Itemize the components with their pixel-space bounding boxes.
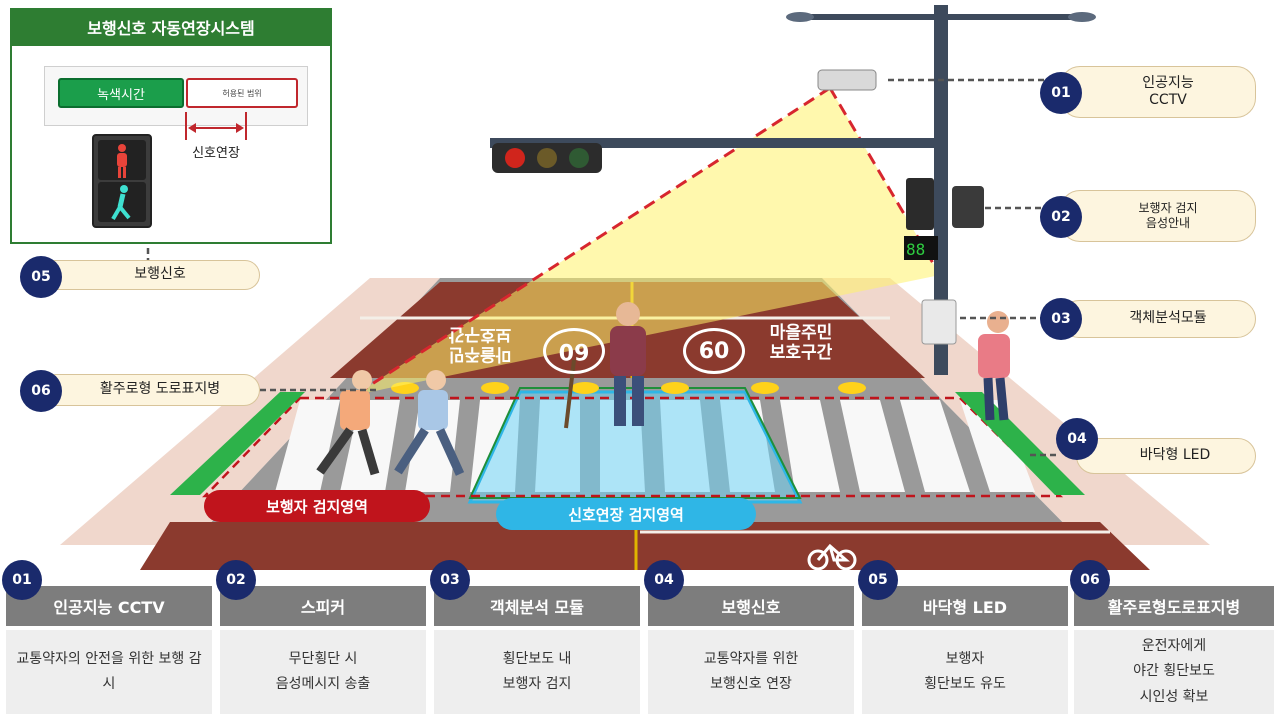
card-title: 객체분석 모듈 (434, 586, 640, 626)
pedestrian-detect-zone-label: 보행자 검지영역 (204, 490, 430, 522)
cctv-view-cone (355, 88, 940, 395)
inset-panel (10, 8, 332, 244)
card-title: 인공지능 CCTV (6, 586, 212, 626)
card-speaker: 02 스피커 무단횡단 시 음성메시지 송출 (216, 560, 426, 716)
callout-pedestrian-signal: 보행신호 (40, 260, 260, 290)
callout-badge-05: 05 (20, 256, 62, 298)
pedestrian-2 (394, 370, 465, 476)
pedestrian-detect-zone (202, 396, 1064, 498)
runway-studs-left (170, 392, 305, 495)
card-badge: 03 (430, 560, 470, 600)
speed-limit-sign-1: 60 (543, 328, 605, 374)
signal-pole (934, 5, 948, 375)
card-floor-led: 05 바닥형 LED 보행자 횡단보도 유도 (858, 560, 1068, 716)
callout-badge-04: 04 (1056, 418, 1098, 460)
sidewalk-left (60, 278, 440, 545)
speed-limit-sign-2: 60 (683, 328, 745, 374)
analysis-module (921, 299, 957, 345)
allowed-range-bar: 허용된 범위 (186, 78, 298, 108)
callout-analysis-module: 객체분석모듈 (1060, 300, 1256, 338)
card-description: 무단횡단 시 음성메시지 송출 (220, 630, 426, 714)
floor-led-row (391, 382, 866, 394)
cctv-camera (817, 69, 877, 91)
card-pedestrian-signal: 04 보행신호 교통약자를 위한 보행신호 연장 (644, 560, 854, 716)
callout-floor-led: 바닥형 LED (1076, 438, 1256, 474)
card-description: 교통약자를 위한 보행신호 연장 (648, 630, 854, 714)
card-title: 바닥형 LED (862, 586, 1068, 626)
card-badge: 04 (644, 560, 684, 600)
callout-badge-03: 03 (1040, 298, 1082, 340)
card-title: 활주로형도로표지병 (1074, 586, 1274, 626)
speaker-unit (952, 186, 984, 228)
bicycle-icon (807, 543, 857, 571)
red-standing-man-icon (98, 140, 146, 180)
green-time-bar: 녹색시간 (58, 78, 184, 108)
zone-text-1: 마을주민 보호구간 (448, 324, 512, 365)
pedestrian-signal-icon (92, 134, 152, 228)
pedestrian-sidewalk (978, 311, 1010, 421)
card-description: 운전자에게 야간 횡단보도 시인성 확보 (1074, 630, 1274, 714)
card-description: 교통약자의 안전을 위한 보행 감시 (6, 630, 212, 714)
card-description: 횡단보도 내 보행자 검지 (434, 630, 640, 714)
callout-badge-02: 02 (1040, 196, 1082, 238)
card-runway-studs: 06 활주로형도로표지병 운전자에게 야간 횡단보도 시인성 확보 (1070, 560, 1274, 716)
card-badge: 06 (1070, 560, 1110, 600)
card-title: 보행신호 (648, 586, 854, 626)
card-badge: 02 (216, 560, 256, 600)
callout-cctv: 인공지능 CCTV (1060, 66, 1256, 118)
callout-runway-studs: 활주로형 도로표지병 (40, 374, 260, 406)
inset-title: 보행신호 자동연장시스템 (10, 8, 332, 46)
card-cctv: 01 인공지능 CCTV 교통약자의 안전을 위한 보행 감시 (2, 560, 212, 716)
extension-label: 신호연장 (192, 146, 240, 161)
card-badge: 01 (2, 560, 42, 600)
zone-text-2: 마을주민 보호구간 (769, 323, 833, 363)
green-walking-man-icon (98, 182, 146, 222)
extension-arrow-icon (185, 112, 247, 140)
callout-speaker: 보행자 검지 음성안내 (1060, 190, 1256, 242)
callout-badge-06: 06 (20, 370, 62, 412)
card-analysis-module: 03 객체분석 모듈 횡단보도 내 보행자 검지 (430, 560, 640, 716)
near-road-band (140, 522, 1150, 570)
pedestrian-elderly (564, 302, 646, 429)
svg-text:88: 88 (906, 240, 925, 259)
card-title: 스피커 (220, 586, 426, 626)
callout-badge-01: 01 (1040, 72, 1082, 114)
pedestrian-1 (316, 370, 380, 476)
card-description: 보행자 횡단보도 유도 (862, 630, 1068, 714)
sidewalk-right (822, 278, 1210, 545)
signal-extension-zone-label: 신호연장 검지영역 (496, 498, 756, 530)
card-badge: 05 (858, 560, 898, 600)
